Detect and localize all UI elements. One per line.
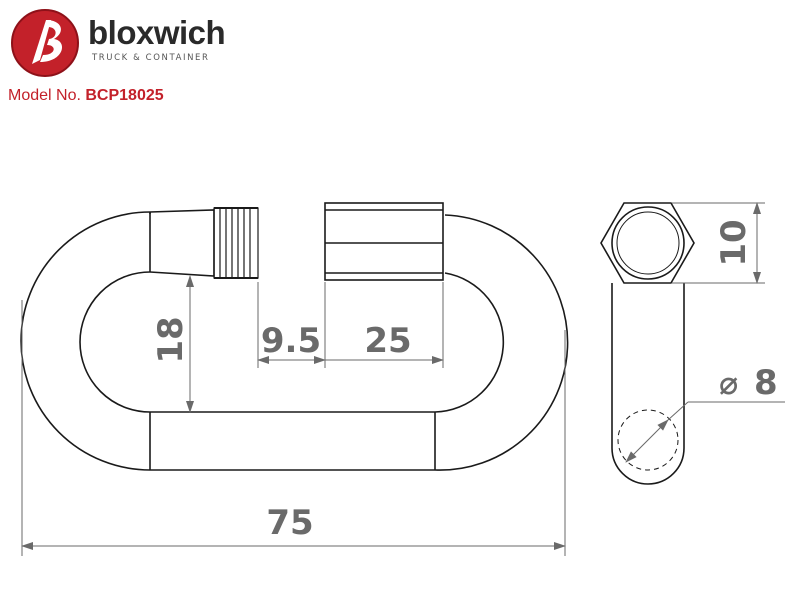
diameter-symbol: ⌀ [719, 364, 738, 402]
dimension-gap-sleeve [257, 282, 444, 368]
brand-name: bloxwich [88, 14, 226, 51]
nut-width-label: 10 [714, 219, 754, 266]
model-number-line: Model No. BCP18025 [8, 87, 164, 105]
wire-diameter-label: 8 [754, 363, 778, 403]
thread-section [213, 207, 259, 279]
quick-link-body [20, 202, 569, 471]
gap-opening-label: 9.5 [261, 321, 321, 361]
inner-width-label: 18 [151, 316, 191, 363]
bloxwich-logo-icon [11, 9, 79, 77]
sleeve-length-label: 25 [364, 321, 411, 361]
dimension-10 [672, 202, 765, 284]
dimension-diameter [625, 401, 785, 463]
dimension-75 [21, 300, 566, 556]
brand-tagline: TRUCK & CONTAINER [92, 53, 210, 63]
end-view [600, 202, 695, 485]
model-label: Model No. [8, 87, 81, 104]
overall-length-label: 75 [266, 503, 313, 543]
model-number: BCP18025 [85, 87, 164, 104]
